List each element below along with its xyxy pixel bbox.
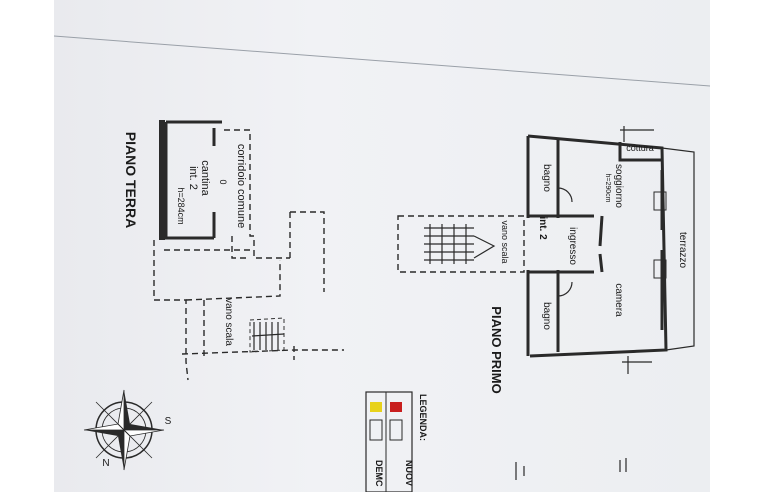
ground-floor-plan: PIANO TERRA corridoio comune 0 cantina i… — [123, 120, 344, 381]
floor-plan-sheet: PIANO TERRA corridoio comune 0 cantina i… — [54, 0, 710, 492]
legend-swatch-demolition — [370, 402, 382, 412]
ground-outline-5 — [185, 260, 281, 301]
dimension-mark-legend — [515, 462, 525, 480]
legend-title: LEGENDA: — [418, 394, 428, 441]
compass-south-label: S — [165, 416, 172, 427]
sheet-fold-line — [54, 35, 710, 87]
legend-box — [365, 391, 413, 492]
dimension-mark-bottom — [622, 356, 652, 374]
ground-outline — [153, 240, 189, 381]
first-floor-plan: cottura bagno soggiorno h=290cm terrazzo… — [397, 126, 695, 394]
room-label-camera: camera — [613, 283, 624, 317]
first-floor-unit-label: int. 2 — [537, 216, 548, 240]
corridor-outline — [224, 129, 290, 259]
ground-floor-title: PIANO TERRA — [123, 132, 139, 228]
door-swing-bagno-top — [557, 187, 573, 203]
corridor-outline-2 — [231, 236, 250, 259]
room-label-soggiorno-height: h=290cm — [604, 174, 611, 203]
room-label-terrazzo: terrazzo — [677, 232, 688, 269]
corridor-outline-3 — [289, 211, 325, 292]
legend: LEGENDA: NUOV DEMC — [365, 391, 428, 492]
ground-marker: 0 — [218, 179, 228, 184]
room-label-ingresso: ingresso — [567, 227, 578, 265]
ground-outline-7 — [181, 346, 344, 360]
floor-plan-drawing: PIANO TERRA corridoio comune 0 cantina i… — [54, 35, 710, 492]
room-label-bagno-top: bagno — [541, 164, 552, 192]
legend-swatch-new — [390, 402, 402, 412]
cellar-wall — [164, 122, 214, 240]
cellar-outer-wall — [159, 120, 165, 240]
window-2 — [653, 259, 667, 279]
corridor-label: corridoio comune — [235, 144, 247, 228]
first-floor-stair-label: vano scala — [500, 220, 510, 263]
room-label-cottura: cottura — [626, 143, 654, 153]
room-label-bagno-bottom: bagno — [541, 302, 552, 330]
compass-rose: N S — [83, 389, 172, 471]
dimension-mark-top — [620, 126, 654, 142]
cellar-unit-label: int. 2 — [187, 166, 199, 190]
legend-hatch-new — [389, 419, 403, 441]
cellar-label: cantina — [199, 160, 211, 196]
first-floor-outer-wall — [527, 134, 668, 358]
legend-label-new: NUOV — [404, 460, 414, 486]
legend-hatch-demolition — [369, 419, 383, 441]
dimension-mark-right — [619, 458, 627, 472]
door-swing-bagno-bottom — [557, 281, 573, 297]
room-label-soggiorno: soggiorno — [613, 164, 624, 208]
legend-label-demolition: DEMC — [374, 460, 384, 487]
cottura-wall — [618, 142, 662, 162]
compass-north-label: N — [102, 458, 109, 469]
terrace-outline — [661, 147, 695, 351]
ground-stair-steps — [249, 317, 285, 353]
ingresso-wall-top — [528, 214, 604, 247]
ground-stair-label: vano scala — [223, 298, 234, 346]
first-floor-title: PIANO PRIMO — [489, 306, 504, 393]
window-1 — [653, 191, 667, 211]
cellar-wall-inner — [166, 120, 222, 238]
cellar-height-label: h=284cm — [176, 187, 186, 224]
ingresso-wall-bottom — [528, 253, 604, 274]
first-floor-stair — [397, 215, 525, 273]
